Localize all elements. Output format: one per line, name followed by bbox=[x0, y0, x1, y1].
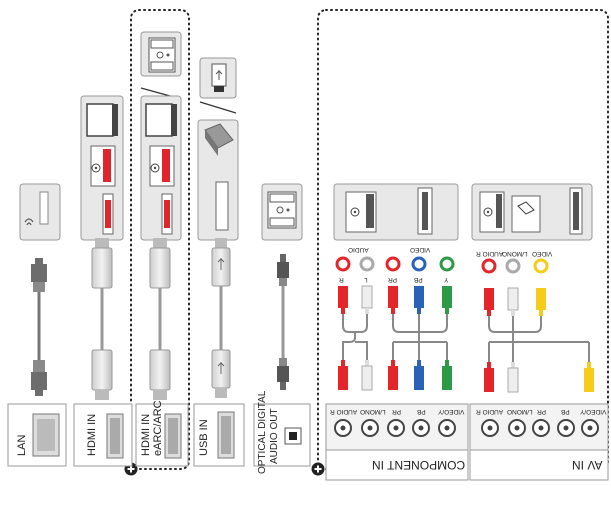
plus-circle-icon bbox=[311, 462, 325, 476]
cable-label-pb: PB bbox=[414, 276, 423, 283]
separator-line bbox=[199, 101, 237, 114]
jack-label-pb: PB bbox=[417, 408, 426, 415]
optical-plug-icon bbox=[277, 358, 289, 390]
component-in-label: COMPONENT IN bbox=[372, 458, 466, 472]
hard-drive-card bbox=[197, 119, 239, 241]
hdmi-in-label: HDMI IN bbox=[86, 413, 98, 456]
hdmi-plug-icon bbox=[91, 349, 113, 400]
audio-receiver-icon bbox=[148, 37, 176, 73]
hdmi-earc-label-2: eARC/ARC bbox=[152, 400, 164, 456]
usb-plug-icon bbox=[211, 349, 231, 398]
component-audio-group-label: AUDIO bbox=[348, 246, 369, 253]
component-device-icon bbox=[417, 187, 433, 235]
hdmi-plug-icon bbox=[149, 349, 171, 400]
usb-port-panel bbox=[193, 403, 245, 467]
hdmi-earc-label-1: HDMI IN bbox=[140, 413, 152, 456]
hdmi-devices-card bbox=[80, 95, 124, 241]
hdmi-cable bbox=[91, 238, 113, 400]
audio-receiver-icon bbox=[267, 191, 297, 229]
jack-label-l-mono: L/MONO bbox=[360, 408, 386, 415]
audio-receiver-card bbox=[140, 31, 182, 77]
camera-icon bbox=[511, 195, 541, 233]
av-devices-card bbox=[471, 183, 593, 241]
cable-label-l: L bbox=[364, 276, 368, 283]
component-cable bbox=[338, 285, 452, 391]
av-device-label-video: VIDEO bbox=[532, 250, 553, 257]
lan-label: LAN bbox=[16, 434, 28, 456]
usb-drive-card bbox=[199, 57, 237, 99]
optical-receiver-card bbox=[261, 183, 303, 241]
av-jack-label-pr: PR bbox=[537, 408, 547, 415]
hdmi-plug-icon bbox=[149, 238, 171, 289]
cable-label-r: R bbox=[339, 276, 344, 283]
lan-cable bbox=[31, 258, 47, 396]
lan-device-card bbox=[19, 183, 61, 241]
jack-label-video-y: VIDEO/Y bbox=[438, 408, 465, 415]
component-device-jacks bbox=[335, 256, 455, 272]
usb-in-label: USB IN bbox=[198, 419, 210, 456]
av-in-label: AV IN bbox=[572, 458, 603, 472]
lan-port-panel bbox=[7, 403, 67, 467]
network-cable-icon bbox=[24, 218, 34, 226]
component-video-group-label: VIDEO bbox=[410, 246, 431, 253]
hdmi-plug-icon bbox=[91, 238, 113, 289]
component-port-panel bbox=[325, 403, 469, 481]
cable-label-y: Y bbox=[444, 276, 449, 283]
dvd-player-icon bbox=[345, 191, 377, 233]
hdmi-earc-port-panel bbox=[135, 403, 189, 467]
cable-label-pr: PR bbox=[388, 276, 398, 283]
monitor-icon bbox=[145, 103, 177, 137]
hdmi-port-panel bbox=[73, 403, 133, 467]
usb-device-icon bbox=[215, 181, 229, 231]
av-jack-label-audio-r: AUDIO R bbox=[476, 408, 504, 415]
av-jack-label-pb: PB bbox=[561, 408, 570, 415]
av-cable bbox=[484, 287, 594, 393]
optical-plug-icon bbox=[277, 254, 289, 286]
earc-devices-card bbox=[140, 95, 182, 241]
usb-drive-icon bbox=[211, 63, 227, 92]
dvd-player-icon bbox=[149, 145, 175, 187]
av-device-label-audio-r: AUDIO R bbox=[476, 250, 504, 257]
hdmi-device-icon bbox=[102, 193, 114, 235]
hdmi-device-icon bbox=[161, 193, 173, 235]
optical-port-panel bbox=[253, 403, 311, 467]
hard-drive-icon bbox=[204, 123, 234, 156]
av-device-jacks bbox=[481, 258, 549, 274]
dvd-player-icon bbox=[479, 191, 505, 233]
earc-group-outline bbox=[130, 9, 190, 470]
usb-cable bbox=[211, 238, 231, 398]
av-device-label-l-mono: L/MONO bbox=[502, 250, 528, 257]
optical-label-2: AUDIO OUT bbox=[269, 408, 280, 464]
usb-plug-icon bbox=[211, 238, 231, 287]
monitor-icon bbox=[86, 103, 118, 137]
component-device-icon bbox=[569, 187, 583, 235]
hdmi-earc-cable bbox=[149, 238, 171, 400]
component-devices-card bbox=[333, 183, 459, 241]
dvd-player-icon bbox=[90, 145, 116, 187]
optical-label-1: OPTICAL DIGITAL bbox=[257, 390, 268, 474]
av-port-panel bbox=[469, 403, 609, 481]
jack-label-audio-r: AUDIO R bbox=[330, 408, 358, 415]
optical-cable bbox=[277, 254, 289, 390]
av-jack-label-video-y: VIDEO/Y bbox=[580, 408, 607, 415]
jack-label-pr: PR bbox=[392, 408, 402, 415]
av-jack-label-l-mono: L/MONO bbox=[507, 408, 533, 415]
component-av-group-outline bbox=[317, 9, 609, 470]
